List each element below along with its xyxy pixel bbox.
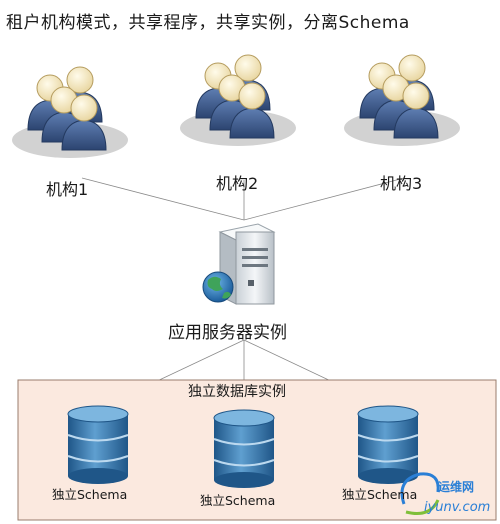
watermark-logo-icon: [400, 472, 440, 515]
watermark-text: 运维网: [438, 480, 475, 494]
connector-org3-server: [243, 177, 405, 221]
org2-label: 机构2: [216, 174, 259, 193]
schema1-database-icon: [67, 405, 129, 485]
schema3-label: 独立Schema: [342, 487, 418, 502]
globe-icon: [202, 271, 234, 303]
schema1-label: 独立Schema: [52, 487, 128, 502]
diagram-title: 租户机构模式，共享程序，共享实例，分离Schema: [6, 13, 410, 33]
schema3-database-icon: [357, 405, 419, 485]
org3-label: 机构3: [380, 174, 423, 193]
database-instance-label: 独立数据库实例: [188, 384, 286, 400]
watermark-domain: iyunv.com: [424, 500, 491, 515]
schema2-label: 独立Schema: [200, 493, 276, 508]
schema2-database-icon: [213, 409, 275, 489]
org1-people-icon: [12, 66, 128, 158]
org2-people-icon: [180, 54, 296, 146]
org1-label: 机构1: [46, 180, 89, 199]
server-icon: [218, 223, 276, 305]
server-label: 应用服务器实例: [168, 323, 287, 343]
connector-org1-server: [81, 177, 245, 221]
org3-people-icon: [344, 54, 460, 146]
